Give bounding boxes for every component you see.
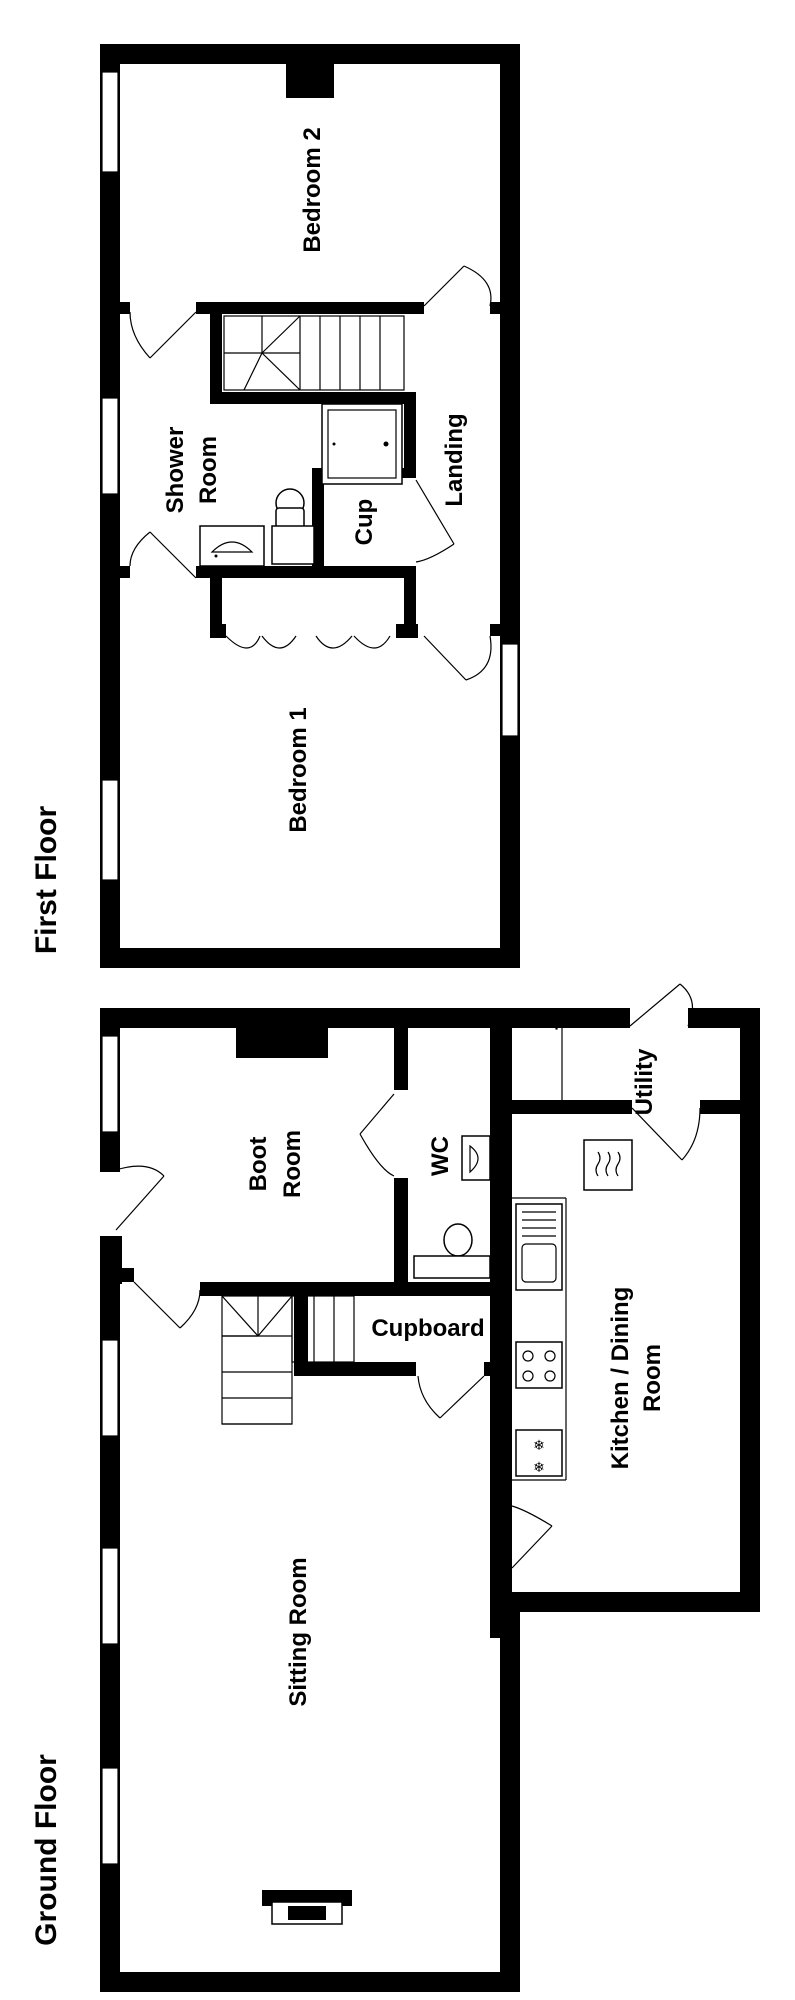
wall xyxy=(404,566,416,636)
wall xyxy=(490,1588,512,1592)
wall xyxy=(740,1008,760,1612)
wall xyxy=(100,1236,122,1284)
room-label-kitchen-dining: Room xyxy=(639,1344,666,1412)
floor-title-ground: Ground Floor xyxy=(30,1754,63,1946)
wall xyxy=(196,302,424,314)
external-door-swing xyxy=(629,983,694,1027)
kitchen-worktop xyxy=(512,1197,567,1481)
wc-door-swing xyxy=(359,1093,395,1177)
room-label-cup: Cup xyxy=(351,499,378,546)
microwave-icon xyxy=(583,1139,633,1191)
front-door-swing xyxy=(115,1165,165,1231)
staircase xyxy=(223,315,405,391)
wall xyxy=(100,44,520,64)
hall-door-swing xyxy=(133,1281,201,1329)
wall xyxy=(394,1024,408,1090)
wall xyxy=(500,1592,520,1992)
washing-machine-icon: ❄ ❄ xyxy=(515,1429,563,1477)
wall xyxy=(116,566,130,578)
wall xyxy=(500,44,520,968)
wall xyxy=(294,1290,308,1374)
sink-icon xyxy=(515,1203,563,1291)
wall xyxy=(490,624,504,636)
svg-text:❄: ❄ xyxy=(533,1438,545,1454)
room-label-utility: Utility xyxy=(631,1048,658,1115)
cupboard-door-swing xyxy=(417,1375,485,1419)
door-swings xyxy=(129,265,492,681)
wall xyxy=(210,392,416,404)
staircase xyxy=(221,1295,355,1425)
wall xyxy=(210,574,222,636)
basin xyxy=(199,525,265,567)
wall xyxy=(490,302,504,314)
wall xyxy=(500,1100,632,1114)
wall xyxy=(200,1282,500,1296)
room-label-bedroom-1: Bedroom 1 xyxy=(285,707,312,832)
shower-tray xyxy=(321,403,403,485)
wall xyxy=(294,1362,416,1376)
window xyxy=(101,71,119,173)
window xyxy=(101,1547,119,1645)
fireplace xyxy=(262,1890,352,1925)
room-label-landing: Landing xyxy=(441,413,468,506)
wall xyxy=(394,1178,408,1296)
utility-door-swing xyxy=(631,1107,701,1161)
wall xyxy=(396,624,418,638)
window xyxy=(101,397,119,495)
wall xyxy=(210,624,226,638)
wall xyxy=(196,566,414,578)
room-label-cupboard: Cupboard xyxy=(371,1315,484,1342)
wall xyxy=(100,1972,520,1992)
room-label-bedroom-2: Bedroom 2 xyxy=(299,127,326,252)
toilet xyxy=(271,488,315,565)
wall xyxy=(404,392,416,476)
wall xyxy=(700,1100,760,1114)
ground-floor-plan: ❄ ❄ xyxy=(100,983,760,1992)
room-label-boot-room: Boot xyxy=(245,1137,272,1192)
window xyxy=(101,1767,119,1865)
room-label-kitchen-dining: Kitchen / Dining xyxy=(607,1287,634,1470)
wall xyxy=(312,468,324,570)
window xyxy=(101,1035,119,1133)
wall xyxy=(120,1268,134,1282)
window xyxy=(101,779,119,881)
room-label-shower-room: Shower xyxy=(162,427,189,514)
wall xyxy=(100,44,120,968)
room-label-wc: WC xyxy=(427,1136,454,1176)
window xyxy=(101,1339,119,1437)
basin xyxy=(461,1135,491,1181)
hob-icon xyxy=(515,1341,563,1389)
chimney-breast xyxy=(286,60,334,98)
room-label-sitting-room: Sitting Room xyxy=(285,1557,312,1706)
wall xyxy=(210,310,222,404)
wall xyxy=(490,1024,512,1638)
wall xyxy=(484,1362,504,1376)
window xyxy=(501,643,519,737)
wall xyxy=(500,1592,760,1612)
door-opening xyxy=(100,1172,120,1236)
first-floor-plan xyxy=(100,44,520,968)
wall xyxy=(100,948,520,968)
wall xyxy=(100,1008,630,1028)
window xyxy=(555,1027,558,1030)
toilet xyxy=(413,1223,491,1279)
floor-title-first: First Floor xyxy=(30,806,63,955)
svg-text:❄: ❄ xyxy=(533,1460,545,1476)
room-label-shower-room: Room xyxy=(195,436,222,504)
wall xyxy=(116,302,130,314)
kitchen-door-swing xyxy=(511,1505,553,1569)
chimney-breast xyxy=(236,1024,328,1058)
room-label-boot-room: Room xyxy=(279,1130,306,1198)
wardrobe-doors xyxy=(225,635,391,649)
